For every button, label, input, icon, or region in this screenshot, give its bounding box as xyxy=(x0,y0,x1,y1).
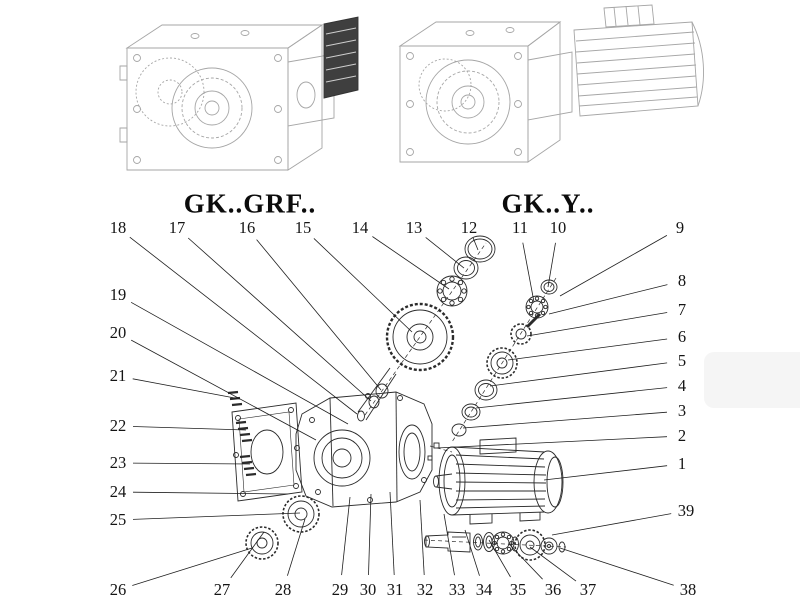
leader-line-35 xyxy=(488,539,511,578)
callout-9: 9 xyxy=(675,217,685,237)
leader-line-26 xyxy=(132,547,253,586)
callout-22: 22 xyxy=(109,415,127,435)
callout-32: 32 xyxy=(416,579,434,599)
leader-line-28 xyxy=(287,518,306,576)
callout-5: 5 xyxy=(677,350,687,370)
callout-12: 12 xyxy=(460,217,478,237)
callout-26: 26 xyxy=(109,579,127,599)
leader-line-22 xyxy=(132,426,247,431)
leader-line-36 xyxy=(508,543,543,580)
callout-20: 20 xyxy=(109,322,127,342)
callout-34: 34 xyxy=(475,579,493,599)
part-motor xyxy=(433,437,564,525)
callout-8: 8 xyxy=(677,270,687,290)
callout-1: 1 xyxy=(677,453,687,473)
callout-23: 23 xyxy=(109,452,127,472)
callout-11: 11 xyxy=(512,217,528,237)
callout-30: 30 xyxy=(359,579,377,599)
part-housing xyxy=(295,391,433,508)
leader-line-11 xyxy=(522,242,535,303)
leader-line-24 xyxy=(132,491,289,495)
leader-line-25 xyxy=(132,512,301,520)
callout-39: 39 xyxy=(677,500,695,520)
leader-line-39 xyxy=(551,513,672,536)
callout-6: 6 xyxy=(677,326,687,346)
callout-27: 27 xyxy=(213,579,231,599)
model-title-y: GK..Y.. xyxy=(501,188,595,219)
gearbox-grf-drawing xyxy=(119,16,359,171)
leader-line-17 xyxy=(187,237,372,402)
leader-line-9 xyxy=(559,235,668,297)
callout-38: 38 xyxy=(679,579,697,599)
callout-29: 29 xyxy=(331,579,349,599)
gearbox-y-drawing xyxy=(398,4,704,163)
leader-line-32 xyxy=(419,499,425,576)
callout-7: 7 xyxy=(677,299,687,319)
part-output-shaft-assembly xyxy=(424,529,566,561)
callout-31: 31 xyxy=(386,579,404,599)
leader-line-6 xyxy=(507,338,668,361)
leader-line-12 xyxy=(472,237,479,251)
callout-18: 18 xyxy=(109,217,127,237)
part-large-gear xyxy=(385,302,455,372)
leader-line-21 xyxy=(132,378,241,400)
leader-line-19 xyxy=(130,301,349,425)
leader-line-5 xyxy=(489,362,668,387)
leader-line-18 xyxy=(129,236,358,415)
leader-line-15 xyxy=(313,238,413,333)
leader-line-31 xyxy=(389,491,395,576)
callout-15: 15 xyxy=(294,217,312,237)
leader-line-10 xyxy=(547,242,556,288)
callout-33: 33 xyxy=(448,579,466,599)
leader-line-13 xyxy=(425,237,465,269)
part-cover-plate xyxy=(231,402,303,502)
callout-4: 4 xyxy=(677,375,687,395)
leader-line-16 xyxy=(256,239,382,391)
leader-line-23 xyxy=(132,462,251,465)
leader-line-14 xyxy=(372,236,450,290)
part-small-gear xyxy=(245,526,279,560)
callout-2: 2 xyxy=(677,425,687,445)
part-pinion-cascade xyxy=(451,279,558,437)
leader-line-38 xyxy=(559,547,674,586)
callout-25: 25 xyxy=(109,509,127,529)
callout-36: 36 xyxy=(544,579,562,599)
leader-line-2 xyxy=(436,436,668,449)
model-title-grf: GK..GRF.. xyxy=(183,188,317,219)
part-motor-fasteners xyxy=(427,442,440,461)
leader-line-1 xyxy=(543,465,668,481)
leader-line-7 xyxy=(526,312,668,337)
callout-35: 35 xyxy=(509,579,527,599)
callout-13: 13 xyxy=(405,217,423,237)
exploded-view xyxy=(227,235,567,561)
part-bearing-upper xyxy=(436,275,468,307)
leader-line-8 xyxy=(548,284,668,315)
callout-3: 3 xyxy=(677,400,687,420)
callout-14: 14 xyxy=(351,217,369,237)
leader-line-27 xyxy=(230,531,265,579)
leader-line-4 xyxy=(475,387,668,409)
part-bolts xyxy=(227,390,257,477)
leader-line-33 xyxy=(443,513,455,576)
callout-19: 19 xyxy=(109,284,127,304)
callout-10: 10 xyxy=(549,217,567,237)
callout-28: 28 xyxy=(274,579,292,599)
leader-line-34 xyxy=(464,529,480,576)
leader-line-37 xyxy=(529,546,577,582)
callout-16: 16 xyxy=(238,217,256,237)
callout-24: 24 xyxy=(109,481,127,501)
callout-37: 37 xyxy=(579,579,597,599)
leader-line-29 xyxy=(341,496,351,576)
leader-line-3 xyxy=(462,411,668,429)
part-retaining-rings xyxy=(453,235,496,280)
watermark-smudge xyxy=(704,352,800,408)
part-input-shaft xyxy=(357,367,397,422)
callout-21: 21 xyxy=(109,365,127,385)
callout-17: 17 xyxy=(168,217,186,237)
leader-line-20 xyxy=(131,339,317,441)
leader-lines xyxy=(129,235,674,586)
leader-line-30 xyxy=(368,493,372,576)
